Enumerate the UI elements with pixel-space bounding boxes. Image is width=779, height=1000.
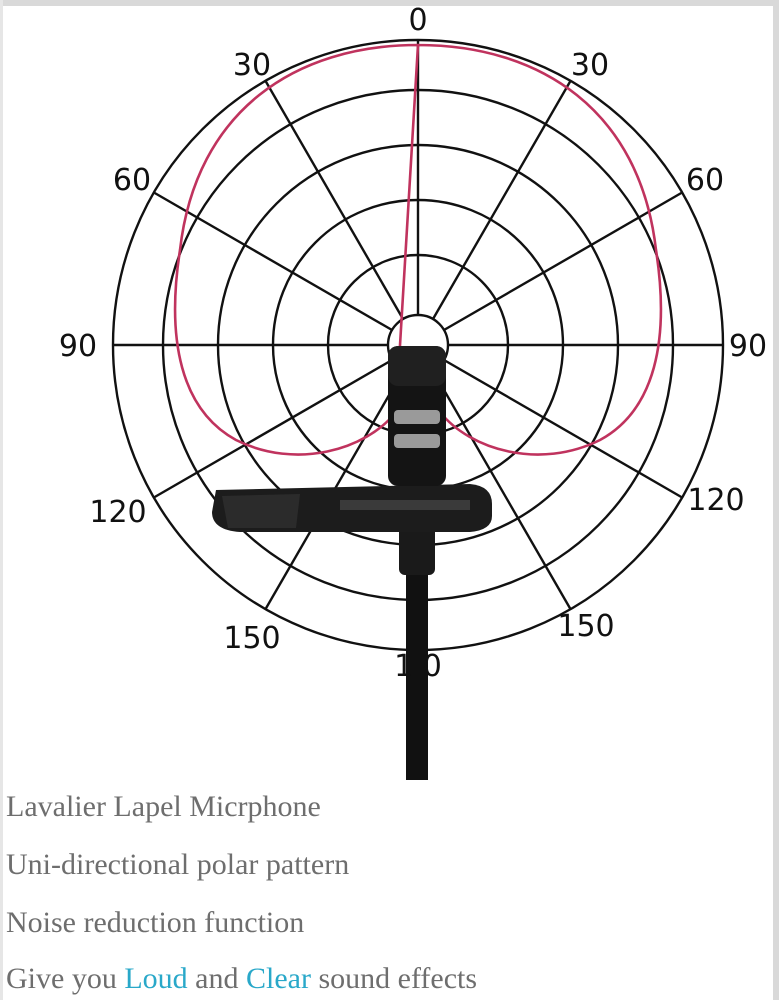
angle-label-30-left: 30: [233, 48, 271, 83]
top-border: [0, 0, 779, 6]
highlight-loud: Loud: [124, 962, 188, 995]
caption-product-name: Lavalier Lapel Micrphone: [6, 790, 321, 823]
cardioid-pattern-curve: [173, 43, 663, 456]
mic-grille-bottom: [394, 434, 440, 448]
mic-cap: [388, 346, 446, 386]
left-border: [0, 0, 3, 1000]
polar-pattern-diagram: 0 30 30 60 60 90 90 120 120 150 150 1 0: [59, 3, 767, 780]
angle-label-90-right: 90: [729, 329, 767, 364]
grid-spoke: [264, 80, 405, 320]
mic-clip-grip: [222, 494, 300, 528]
caption-polar-pattern: Uni-directional polar pattern: [6, 848, 350, 881]
mic-clip-highlight: [340, 500, 470, 510]
mic-grille-top: [394, 410, 440, 424]
angle-label-60-right: 60: [686, 163, 724, 198]
lavalier-microphone-icon: [212, 346, 492, 780]
caption-text: sound effects: [310, 962, 478, 995]
grid-spoke: [431, 370, 572, 610]
grid-spoke: [153, 358, 393, 499]
caption-text: Give you: [6, 962, 125, 995]
mic-cable-strain-relief: [399, 525, 435, 575]
right-border: [773, 0, 779, 1000]
angle-label-120-right: 120: [687, 483, 744, 518]
grid-spoke: [153, 191, 393, 332]
caption-text: and: [187, 962, 246, 995]
caption-noise-reduction: Noise reduction function: [6, 906, 305, 939]
angle-labels: 0 30 30 60 60 90 90 120 120 150 150 1 0: [59, 3, 767, 684]
angle-label-60-left: 60: [113, 163, 151, 198]
grid-spoke: [443, 191, 683, 332]
angle-label-180: 1 0: [394, 649, 442, 684]
angle-label-150-right: 150: [557, 609, 614, 644]
grid-spoke: [431, 80, 572, 320]
caption-sound-effects: Give you Loud and Clear sound effects: [6, 964, 477, 994]
highlight-clear: Clear: [245, 962, 311, 995]
grid-spoke: [443, 358, 683, 499]
angle-label-150-left: 150: [223, 621, 280, 656]
angle-label-120-left: 120: [89, 495, 146, 530]
angle-label-30-right: 30: [571, 48, 609, 83]
angle-label-0: 0: [408, 3, 427, 38]
angle-label-90-left: 90: [59, 329, 97, 364]
